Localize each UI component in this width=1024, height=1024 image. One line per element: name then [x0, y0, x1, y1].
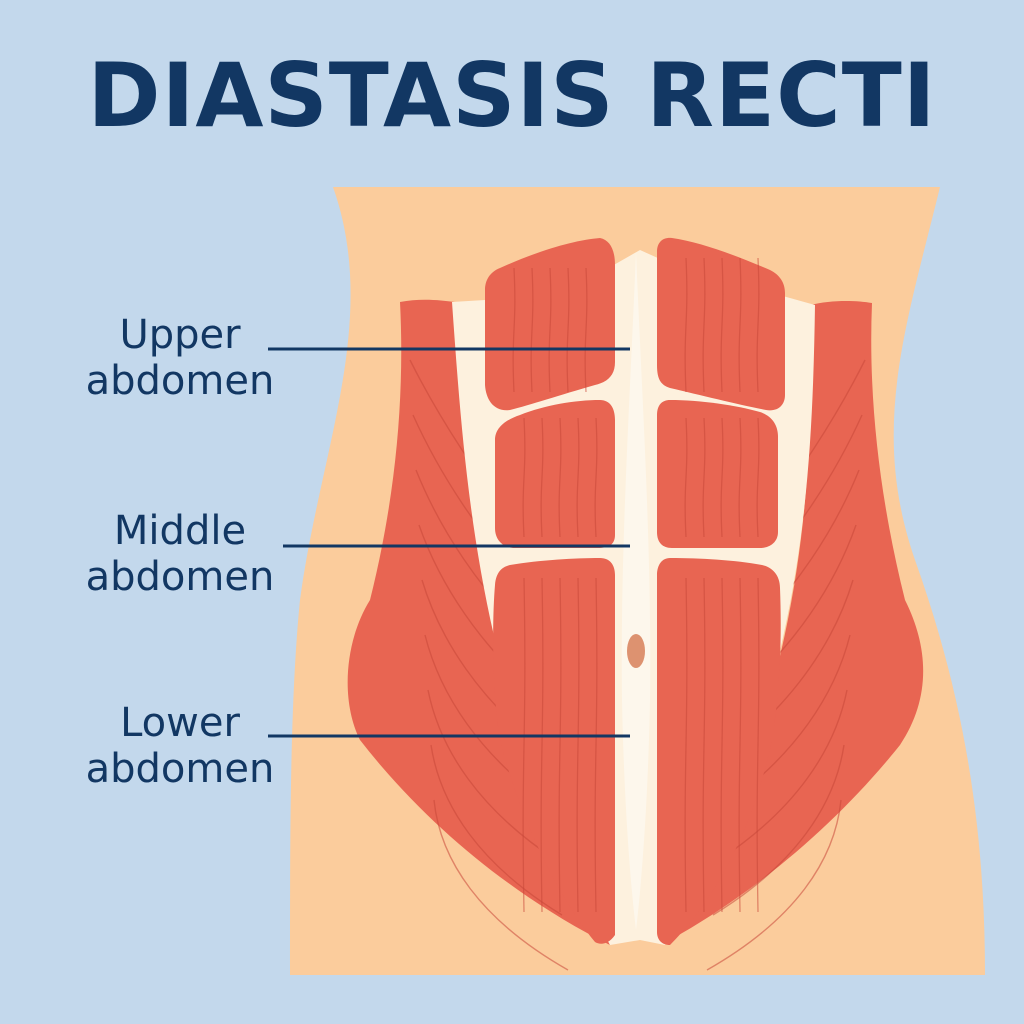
label-lower-line2: abdomen — [85, 746, 275, 792]
right-oblique-muscle — [670, 300, 924, 940]
label-middle-line2: abdomen — [85, 554, 275, 600]
label-middle-abdomen: Middle abdomen — [60, 508, 300, 600]
label-middle-line1: Middle — [113, 508, 247, 554]
label-lower-abdomen: Lower abdomen — [60, 700, 300, 792]
label-upper-abdomen: Upper abdomen — [60, 312, 300, 404]
left-middle-ab-segment — [495, 400, 615, 548]
rectus-fibers — [512, 257, 760, 913]
linea-alba — [621, 252, 651, 930]
right-upper-ab-segment — [657, 237, 785, 411]
left-oblique-muscle — [347, 299, 610, 945]
right-lower-ab-segment — [657, 558, 781, 945]
left-lower-ab-segment — [493, 558, 615, 944]
label-upper-line2: abdomen — [85, 358, 275, 404]
label-lower-line1: Lower — [120, 700, 240, 746]
navel — [627, 634, 645, 668]
page-title: DIASTASIS RECTI — [87, 44, 937, 147]
label-upper-line1: Upper — [119, 312, 241, 358]
right-middle-ab-segment — [657, 400, 778, 548]
